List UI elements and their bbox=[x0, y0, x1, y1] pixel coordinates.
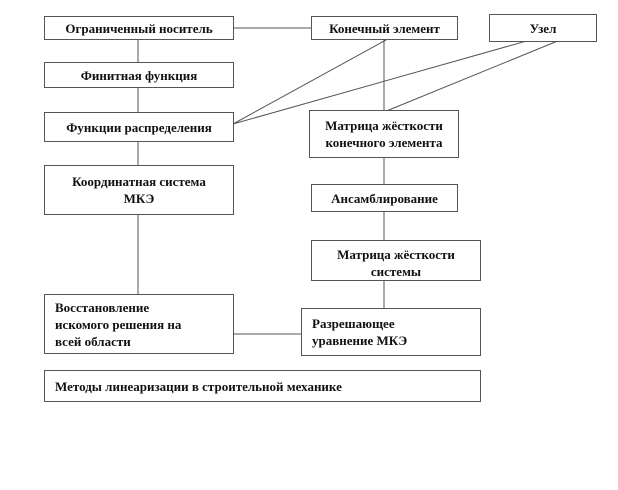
node-assembly-label: Ансамблирование bbox=[331, 190, 438, 206]
node-nodes: Узел bbox=[489, 14, 597, 42]
node-solution-restoration-label: Восстановление искомого решения на всей … bbox=[55, 299, 182, 349]
node-assembly: Ансамблирование bbox=[311, 184, 458, 212]
node-distribution-functions-label: Функции распределения bbox=[66, 119, 212, 135]
node-element-stiffness-matrix: Матрица жёсткости конечного элемента bbox=[309, 110, 459, 158]
node-solution-restoration: Восстановление искомого решения на всей … bbox=[44, 294, 234, 354]
node-restricted-carrier-label: Ограниченный носитель bbox=[65, 20, 213, 36]
node-coordinate-system: Координатная система МКЭ bbox=[44, 165, 234, 215]
node-finite-element: Конечный элемент bbox=[311, 16, 458, 40]
node-system-stiffness-matrix: Матрица жёсткости системы bbox=[311, 240, 481, 281]
node-restricted-carrier: Ограниченный носитель bbox=[44, 16, 234, 40]
node-linearization-methods-label: Методы линеаризации в строительной механ… bbox=[55, 378, 342, 394]
connector-nodes-to-stiffness bbox=[383, 39, 561, 113]
connector-nodes-to-distribution bbox=[232, 39, 531, 125]
node-resolving-equation: Разрешающее уравнение МКЭ bbox=[301, 308, 481, 356]
node-coordinate-system-label: Координатная система МКЭ bbox=[72, 174, 206, 206]
node-resolving-equation-label: Разрешающее уравнение МКЭ bbox=[312, 316, 408, 348]
connector-element-to-distribution bbox=[232, 39, 387, 125]
node-finite-element-label: Конечный элемент bbox=[329, 20, 440, 36]
node-element-stiffness-matrix-label: Матрица жёсткости конечного элемента bbox=[325, 118, 443, 150]
node-system-stiffness-matrix-label: Матрица жёсткости системы bbox=[337, 247, 455, 279]
node-nodes-label: Узел bbox=[529, 20, 557, 36]
node-linearization-methods: Методы линеаризации в строительной механ… bbox=[44, 370, 481, 402]
node-finite-function: Финитная функция bbox=[44, 62, 234, 88]
node-finite-function-label: Финитная функция bbox=[80, 67, 198, 83]
node-distribution-functions: Функции распределения bbox=[44, 112, 234, 142]
